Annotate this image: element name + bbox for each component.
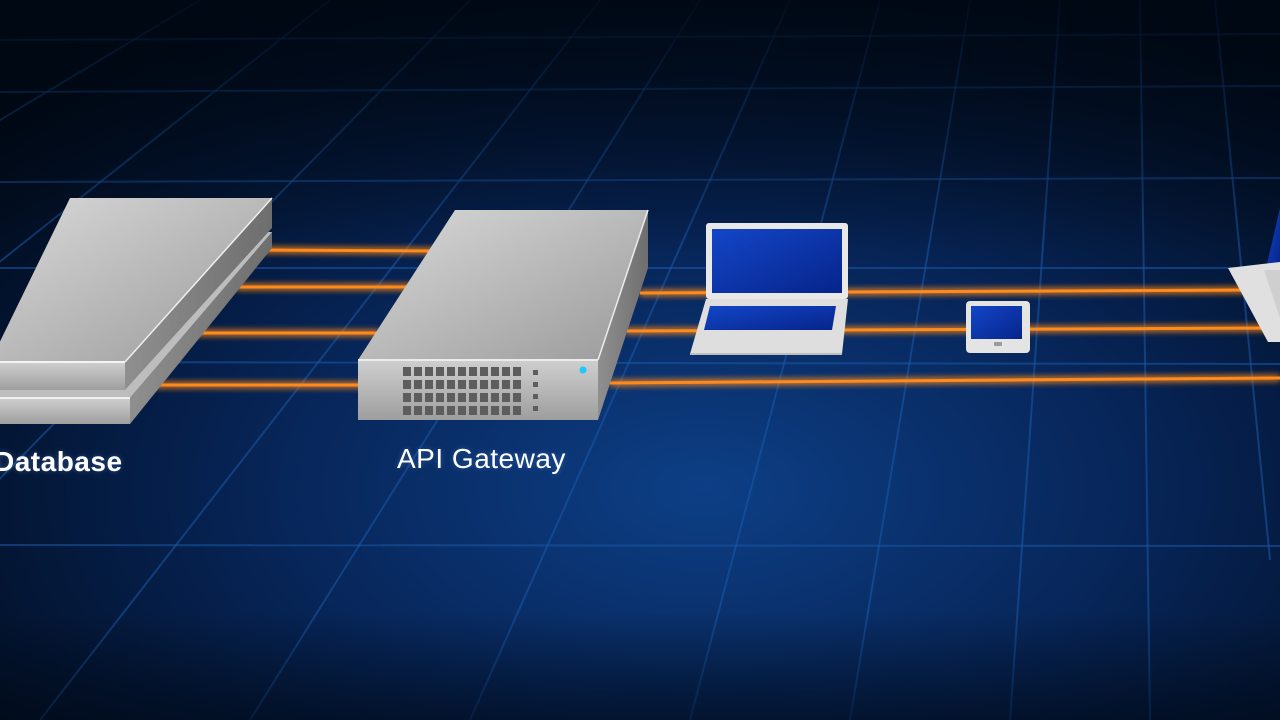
connection-line (259, 248, 441, 253)
database-label: Database (0, 446, 123, 477)
vent-grille (403, 367, 538, 415)
laptop-device[interactable] (690, 223, 848, 355)
status-led (579, 366, 587, 374)
phone-device[interactable] (966, 301, 1030, 353)
api-gateway-server[interactable] (358, 209, 649, 420)
connection-line (609, 376, 1280, 385)
laptop-device-right[interactable] (1228, 208, 1280, 342)
api-gateway-label: API Gateway (397, 443, 566, 474)
database-server[interactable] (0, 197, 273, 424)
